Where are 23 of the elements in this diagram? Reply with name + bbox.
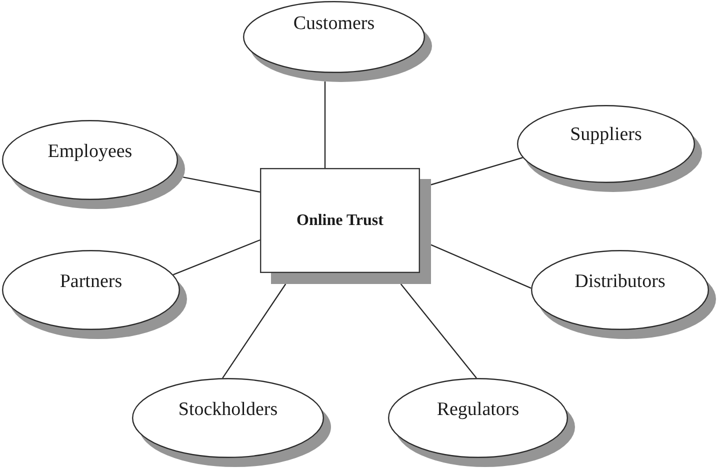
ellipse-node xyxy=(1,249,188,340)
connector-line xyxy=(183,176,260,193)
ellipse-node xyxy=(242,0,433,83)
ellipse-node xyxy=(131,377,332,468)
ellipse-node xyxy=(1,119,186,210)
node-label: Employees xyxy=(46,142,134,162)
connector-line xyxy=(400,284,477,378)
connector-line xyxy=(324,81,326,168)
node-label: Distributors xyxy=(574,272,666,292)
node-label: Suppliers xyxy=(569,124,643,146)
node-label: Partners xyxy=(58,272,124,292)
connector-line xyxy=(430,157,523,186)
connector-line xyxy=(173,239,260,276)
ellipse-node xyxy=(387,377,576,468)
connector-line xyxy=(430,244,532,289)
process-box xyxy=(260,168,431,284)
ellipse-node xyxy=(530,249,717,340)
node-label: Online Trust xyxy=(296,212,384,230)
node-label: Stockholders xyxy=(177,400,279,420)
connector-line xyxy=(222,284,286,378)
node-label: Regulators xyxy=(436,400,520,420)
node-label: Customers xyxy=(292,14,376,34)
ellipse-node xyxy=(516,104,703,193)
